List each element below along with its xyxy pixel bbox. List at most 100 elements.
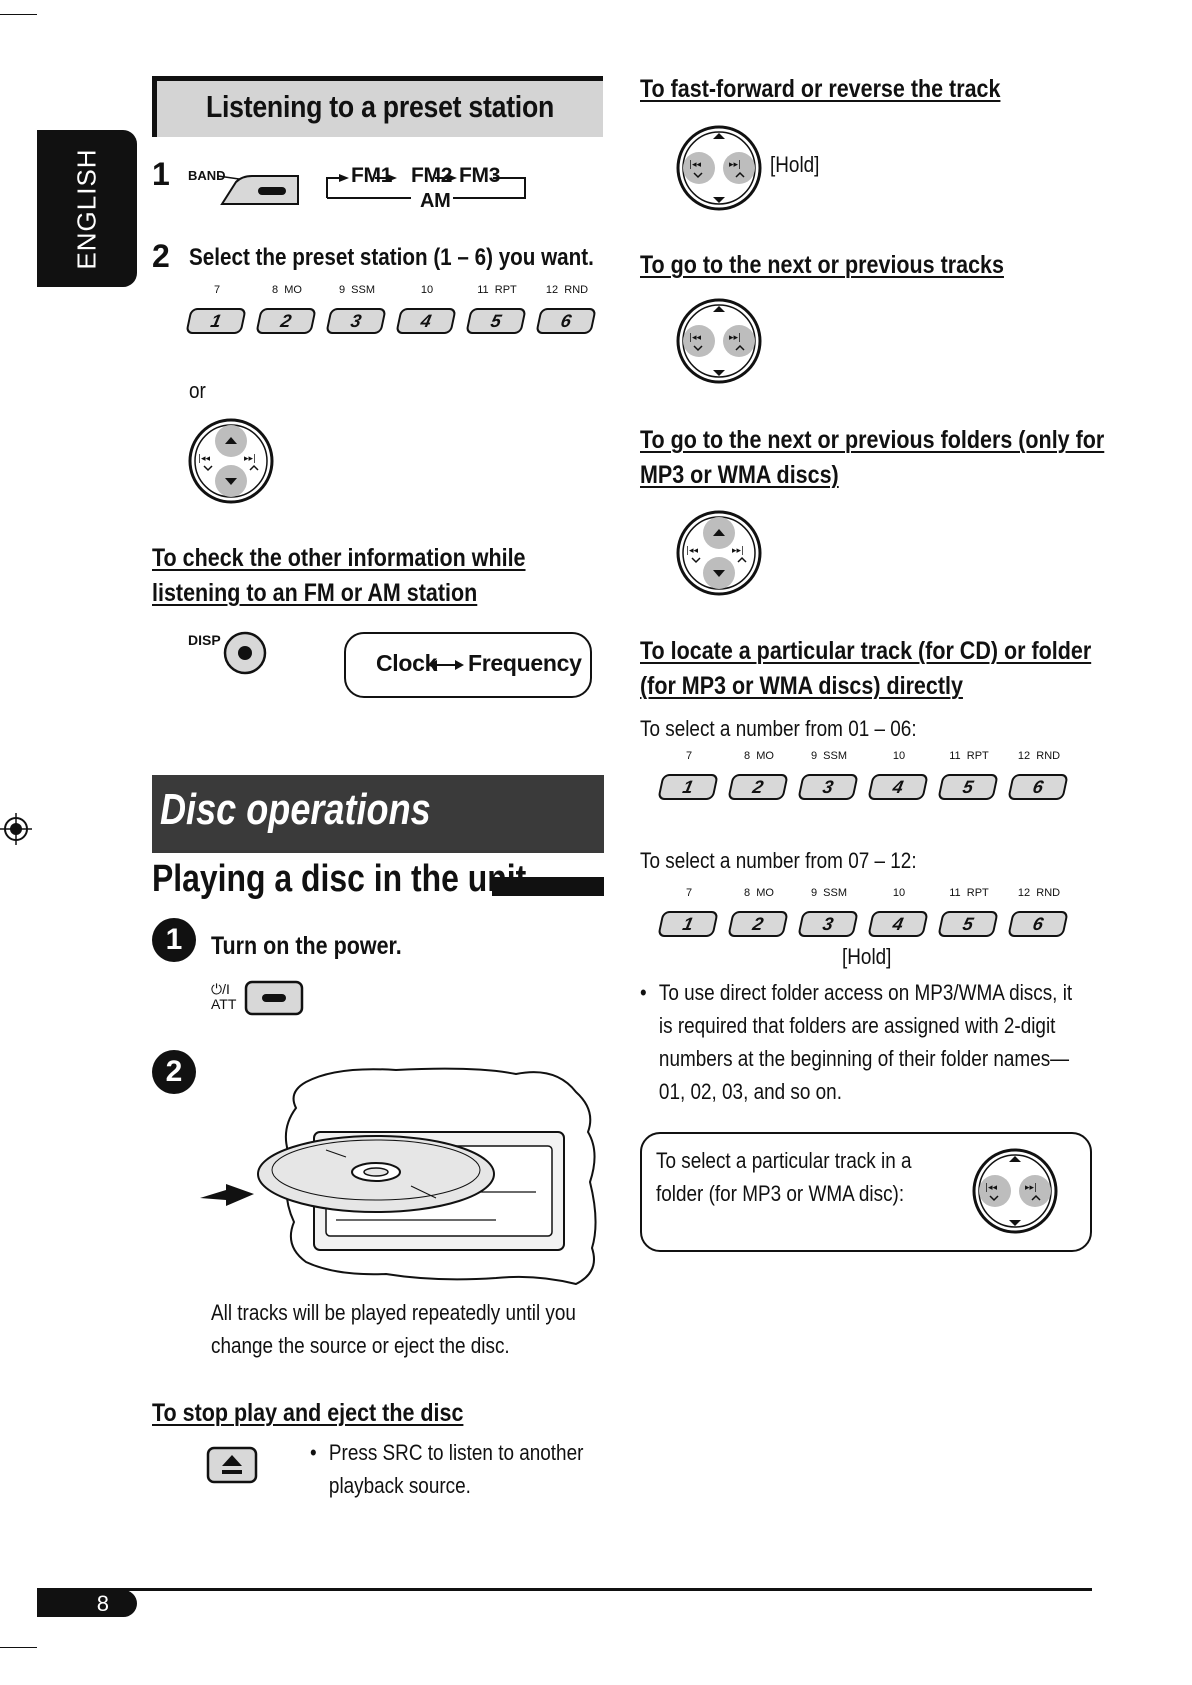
control-dial-leftright-icon: |◂◂▸▸| bbox=[972, 1148, 1058, 1234]
preset-key-2: 2 bbox=[727, 774, 789, 800]
locate-title-line1: To locate a particular track (for CD) or… bbox=[640, 637, 1092, 665]
key-top-label: 12 RND bbox=[1017, 750, 1061, 762]
fm2-label: FM2 bbox=[411, 164, 453, 187]
band-label: BAND bbox=[188, 168, 226, 183]
disp-label: DISP bbox=[188, 632, 221, 648]
control-dial-updown-icon: |◂◂ ▸▸| bbox=[676, 510, 762, 596]
hold-label-1: [Hold] bbox=[770, 152, 820, 177]
key-digit: 3 bbox=[820, 914, 836, 934]
power-label: ⏻/I bbox=[211, 981, 230, 997]
frequency-label: Frequency bbox=[468, 650, 582, 676]
key-top-label: 10 bbox=[420, 284, 434, 296]
key-top-label: 8 MO bbox=[272, 284, 302, 296]
svg-text:▸▸|: ▸▸| bbox=[729, 333, 741, 343]
folder-access-line2: is required that folders are assigned wi… bbox=[658, 1013, 1056, 1038]
disc-step-2-number: 2 bbox=[152, 1050, 196, 1094]
key-digit: 4 bbox=[418, 311, 434, 331]
step-2-text: Select the preset station (1 – 6) you wa… bbox=[189, 244, 594, 271]
preset-key-5: 5 bbox=[937, 774, 999, 800]
preset-key-3: 3 bbox=[797, 911, 859, 937]
svg-text:|◂◂: |◂◂ bbox=[689, 160, 702, 170]
playing-disc-title: Playing a disc in the unit bbox=[152, 858, 527, 900]
preset-key-6: 6 bbox=[1007, 911, 1069, 937]
locate-title-line2: (for MP3 or WMA discs) directly bbox=[640, 672, 963, 700]
preset-key-5: 5 bbox=[465, 308, 527, 334]
key-top-label: 7 bbox=[685, 887, 693, 899]
key-digit: 6 bbox=[558, 311, 574, 331]
stop-eject-title: To stop play and eject the disc bbox=[152, 1399, 464, 1427]
stop-eject-bullet-line1: Press SRC to listen to another bbox=[328, 1440, 584, 1465]
disc-operations-title: Disc operations bbox=[160, 785, 431, 834]
power-button-icon bbox=[244, 980, 304, 1016]
fm3-label: FM3 bbox=[459, 164, 501, 187]
att-label: ATT bbox=[211, 996, 237, 1012]
clock-frequency-box: Clock Frequency bbox=[344, 632, 592, 698]
stop-eject-bullet-line2: playback source. bbox=[328, 1473, 471, 1498]
title-rule bbox=[492, 877, 604, 896]
track-in-folder-line2: folder (for MP3 or WMA disc): bbox=[656, 1181, 905, 1206]
key-digit: 1 bbox=[208, 311, 224, 331]
ff-reverse-title: To fast-forward or reverse the track bbox=[640, 75, 1001, 103]
track-in-folder-box: To select a particular track in a folder… bbox=[640, 1132, 1092, 1252]
eject-button-icon bbox=[206, 1446, 258, 1484]
clock-label: Clock bbox=[376, 650, 438, 676]
svg-text:▸▸|: ▸▸| bbox=[729, 160, 741, 170]
key-top-label: 8 MO bbox=[744, 750, 774, 762]
control-dial-leftright-icon: |◂◂ ▸▸| bbox=[676, 298, 762, 384]
key-top-label: 9 SSM bbox=[338, 284, 376, 296]
preset-key-1: 1 bbox=[657, 774, 719, 800]
registration-mark-icon bbox=[0, 813, 32, 845]
disc-step-1-number: 1 bbox=[152, 918, 196, 962]
select-07-12-text: To select a number from 07 – 12: bbox=[640, 848, 917, 873]
preset-key-1: 1 bbox=[657, 911, 719, 937]
next-tracks-title: To go to the next or previous tracks bbox=[640, 251, 1004, 279]
preset-key-5: 5 bbox=[937, 911, 999, 937]
preset-key-4: 4 bbox=[867, 774, 929, 800]
preset-key-4: 4 bbox=[867, 911, 929, 937]
svg-text:▸▸|: ▸▸| bbox=[244, 454, 256, 464]
svg-text:|◂◂: |◂◂ bbox=[198, 454, 211, 464]
disc-insert-illustration bbox=[200, 1067, 597, 1286]
key-digit: 3 bbox=[820, 777, 836, 797]
am-label: AM bbox=[418, 190, 453, 213]
key-digit: 6 bbox=[1030, 914, 1046, 934]
language-tab: ENGLISH bbox=[37, 130, 137, 287]
check-info-title-line2: listening to an FM or AM station bbox=[152, 579, 478, 607]
key-digit: 1 bbox=[680, 914, 696, 934]
folder-access-line4: 01, 02, 03, and so on. bbox=[658, 1079, 842, 1104]
key-top-label: 10 bbox=[892, 887, 906, 899]
preset-key-6: 6 bbox=[535, 308, 597, 334]
step-2-number: 2 bbox=[152, 238, 170, 274]
hold-label-2: [Hold] bbox=[842, 944, 892, 969]
svg-text:|◂◂: |◂◂ bbox=[686, 546, 699, 556]
repeat-line-2: change the source or eject the disc. bbox=[211, 1333, 510, 1358]
key-top-label: 11 RPT bbox=[949, 750, 989, 762]
svg-text:|◂◂: |◂◂ bbox=[689, 333, 702, 343]
folders-title-line2: MP3 or WMA discs) bbox=[640, 461, 839, 489]
or-text: or bbox=[189, 378, 206, 403]
language-label: ENGLISH bbox=[71, 147, 102, 270]
control-dial-leftright-icon: |◂◂ ▸▸| bbox=[676, 125, 762, 211]
key-digit: 4 bbox=[890, 914, 906, 934]
svg-text:|◂◂: |◂◂ bbox=[985, 1183, 998, 1193]
key-top-label: 12 RND bbox=[1017, 887, 1061, 899]
control-dial-updown-icon: |◂◂ ▸▸| bbox=[188, 418, 274, 504]
track-in-folder-line1: To select a particular track in a bbox=[656, 1148, 912, 1173]
key-digit: 5 bbox=[960, 777, 976, 797]
key-top-label: 7 bbox=[213, 284, 221, 296]
key-top-label: 12 RND bbox=[545, 284, 589, 296]
step-1-number: 1 bbox=[152, 156, 170, 192]
key-digit: 2 bbox=[278, 311, 294, 331]
fm1-label: FM1 bbox=[351, 164, 393, 187]
key-digit: 2 bbox=[750, 914, 766, 934]
key-top-label: 7 bbox=[685, 750, 693, 762]
power-att-label: ⏻/I ATT bbox=[211, 982, 236, 1012]
preset-key-2: 2 bbox=[727, 911, 789, 937]
page-number: 8 bbox=[37, 1590, 137, 1617]
disc-operations-bar: Disc operations bbox=[152, 775, 604, 853]
preset-section-title: Listening to a preset station bbox=[205, 89, 555, 124]
key-top-label: 11 RPT bbox=[477, 284, 517, 296]
svg-text:▸▸|: ▸▸| bbox=[732, 546, 744, 556]
preset-key-3: 3 bbox=[325, 308, 387, 334]
preset-key-1: 1 bbox=[185, 308, 247, 334]
